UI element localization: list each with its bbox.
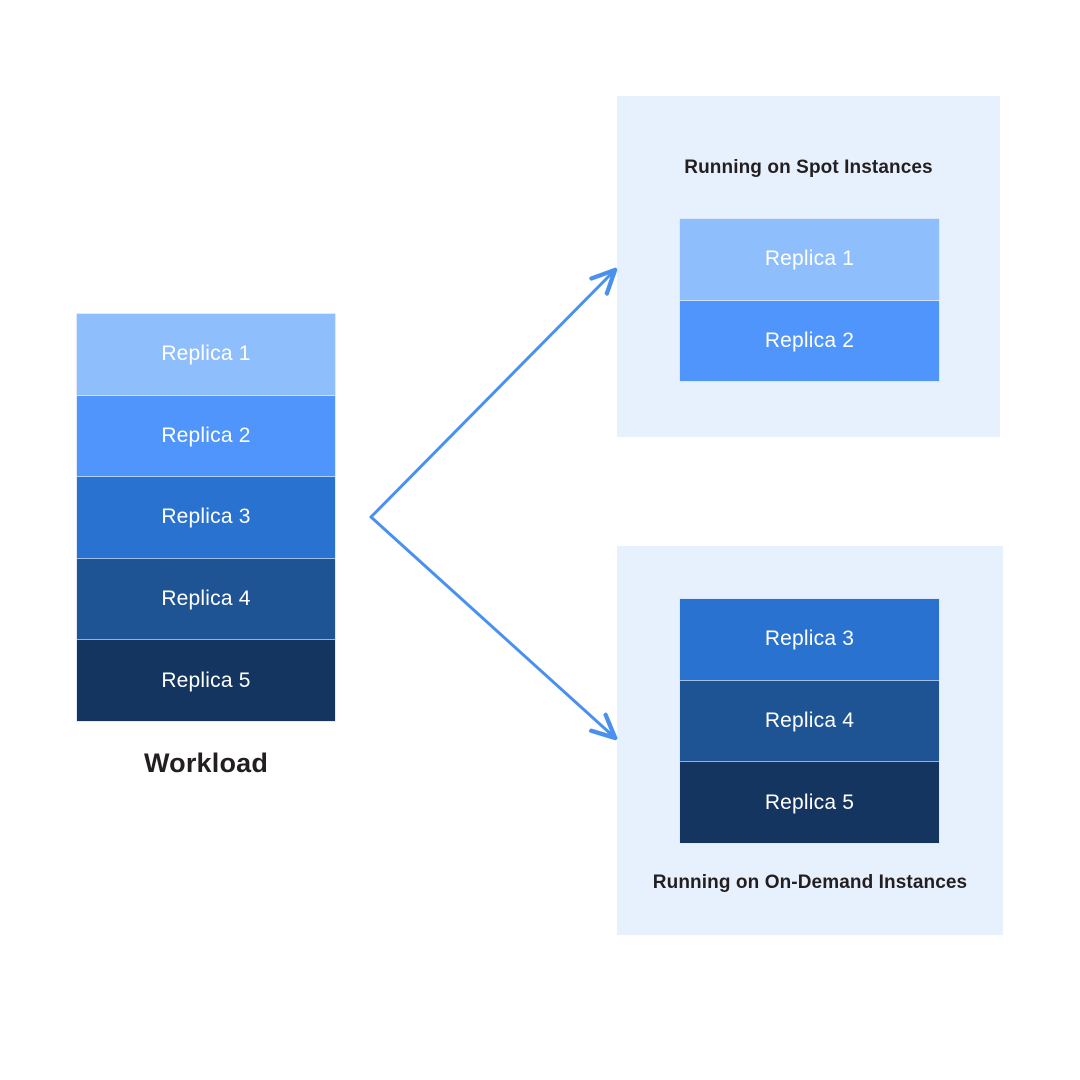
- ondemand-panel-title-wrap: Running on On-Demand Instances: [617, 546, 1003, 935]
- spot-replica-2: Replica 2: [680, 300, 939, 381]
- ondemand-replica-4: Replica 4: [680, 680, 939, 763]
- workload-caption: Workload: [143, 748, 269, 778]
- workload-replica-5: Replica 5: [77, 640, 335, 721]
- ondemand-replica-5: Replica 5: [680, 762, 939, 844]
- ondemand-replica-4-label: Replica 4: [764, 709, 855, 732]
- ondemand-panel-title: Running on On-Demand Instances: [652, 872, 968, 893]
- spot-replica-1: Replica 1: [680, 219, 939, 301]
- workload-replica-2-label: Replica 2: [161, 423, 251, 447]
- arrow-to-spot-icon: [369, 272, 613, 519]
- spot-replica-stack: Replica 1 Replica 2: [680, 219, 939, 381]
- workload-replica-5-label: Replica 5: [161, 668, 251, 692]
- workload-replica-3-label: Replica 3: [161, 505, 251, 529]
- spot-replica-1-label: Replica 1: [764, 247, 855, 271]
- workload-replica-1: Replica 1: [77, 314, 335, 396]
- workload-stack: Replica 1 Replica 2 Replica 3 Replica 4 …: [77, 314, 335, 721]
- ondemand-replica-3: Replica 3: [680, 599, 939, 681]
- ondemand-replica-3-label: Replica 3: [764, 627, 855, 651]
- workload-replica-1-label: Replica 1: [161, 342, 251, 366]
- spot-panel-title-wrap: Running on Spot Instances: [617, 96, 1000, 437]
- ondemand-replica-5-label: Replica 5: [764, 790, 855, 814]
- workload-replica-3: Replica 3: [77, 477, 335, 559]
- spot-panel-title: Running on Spot Instances: [684, 157, 933, 178]
- workload-replica-2: Replica 2: [77, 395, 335, 478]
- spot-replica-2-label: Replica 2: [764, 328, 855, 352]
- arrow-to-ondemand-icon: [369, 515, 613, 736]
- ondemand-replica-stack: Replica 3 Replica 4 Replica 5: [680, 599, 939, 844]
- workload-replica-4-label: Replica 4: [161, 587, 251, 611]
- workload-replica-4: Replica 4: [77, 558, 335, 641]
